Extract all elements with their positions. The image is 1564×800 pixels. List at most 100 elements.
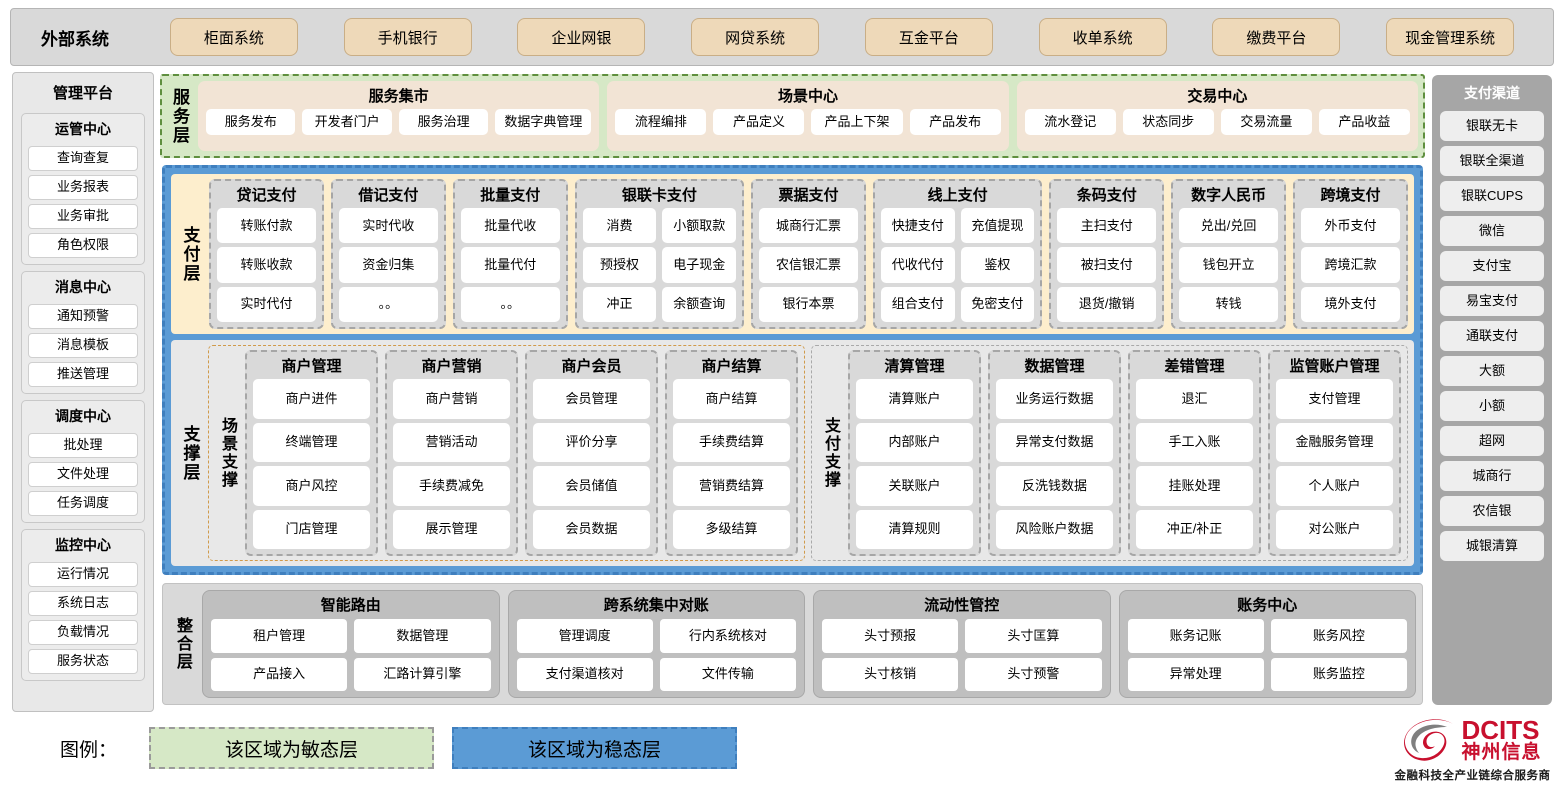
payment-item[interactable]: 预授权 bbox=[582, 247, 657, 283]
support-item[interactable]: 退汇 bbox=[1136, 379, 1253, 419]
payment-item[interactable]: 退货/撤销 bbox=[1057, 286, 1157, 322]
integration-item[interactable]: 账务风控 bbox=[1270, 619, 1407, 653]
external-system-item[interactable]: 现金管理系统 bbox=[1386, 18, 1515, 56]
payment-item[interactable]: 代收代付 bbox=[880, 247, 955, 283]
service-item[interactable]: 开发者门户 bbox=[302, 109, 392, 135]
payment-item[interactable]: 转钱 bbox=[1179, 286, 1279, 322]
payment-item[interactable]: 农信银汇票 bbox=[759, 247, 858, 283]
payment-item[interactable]: 批量代付 bbox=[460, 247, 560, 283]
support-item[interactable]: 会员管理 bbox=[533, 379, 650, 419]
integration-item[interactable]: 管理调度 bbox=[516, 619, 653, 653]
management-item[interactable]: 任务调度 bbox=[28, 491, 138, 516]
support-item[interactable]: 会员数据 bbox=[533, 509, 650, 549]
payment-channel-item[interactable]: 农信银 bbox=[1440, 496, 1544, 526]
support-item[interactable]: 对公账户 bbox=[1276, 509, 1393, 549]
payment-channel-item[interactable]: 支付宝 bbox=[1440, 251, 1544, 281]
support-item[interactable]: 关联账户 bbox=[856, 466, 973, 506]
payment-item[interactable]: 鉴权 bbox=[960, 247, 1035, 283]
payment-channel-item[interactable]: 超网 bbox=[1440, 426, 1544, 456]
payment-item[interactable]: 兑出/兑回 bbox=[1179, 208, 1279, 244]
integration-item[interactable]: 头寸核销 bbox=[822, 657, 959, 691]
payment-item[interactable]: 钱包开立 bbox=[1179, 247, 1279, 283]
integration-item[interactable]: 头寸匡算 bbox=[965, 619, 1102, 653]
payment-channel-item[interactable]: 小额 bbox=[1440, 391, 1544, 421]
management-item[interactable]: 批处理 bbox=[28, 433, 138, 458]
management-item[interactable]: 文件处理 bbox=[28, 462, 138, 487]
service-item[interactable]: 产品定义 bbox=[713, 109, 805, 135]
payment-item[interactable]: 主扫支付 bbox=[1057, 208, 1157, 244]
support-item[interactable]: 会员储值 bbox=[533, 466, 650, 506]
payment-channel-item[interactable]: 城银清算 bbox=[1440, 531, 1544, 561]
payment-channel-item[interactable]: 银联全渠道 bbox=[1440, 146, 1544, 176]
service-item[interactable]: 产品收益 bbox=[1318, 109, 1410, 135]
integration-item[interactable]: 异常处理 bbox=[1127, 657, 1264, 691]
management-item[interactable]: 系统日志 bbox=[28, 591, 138, 616]
payment-item[interactable]: 实时代付 bbox=[217, 286, 316, 322]
integration-item[interactable]: 产品接入 bbox=[211, 657, 348, 691]
management-item[interactable]: 业务审批 bbox=[28, 204, 138, 229]
support-item[interactable]: 商户结算 bbox=[673, 379, 790, 419]
external-system-item[interactable]: 柜面系统 bbox=[169, 18, 298, 56]
support-item[interactable]: 风险账户数据 bbox=[996, 509, 1113, 549]
support-item[interactable]: 手工入账 bbox=[1136, 422, 1253, 462]
payment-channel-item[interactable]: 通联支付 bbox=[1440, 321, 1544, 351]
payment-item[interactable]: 充值提现 bbox=[960, 208, 1035, 244]
payment-item[interactable]: 实时代收 bbox=[338, 208, 438, 244]
external-system-item[interactable]: 手机银行 bbox=[343, 18, 472, 56]
service-item[interactable]: 服务治理 bbox=[398, 109, 489, 135]
payment-item[interactable]: 银行本票 bbox=[759, 286, 858, 322]
external-system-item[interactable]: 网贷系统 bbox=[691, 18, 820, 56]
service-item[interactable]: 产品发布 bbox=[909, 109, 1001, 135]
integration-item[interactable]: 头寸预报 bbox=[822, 619, 959, 653]
support-item[interactable]: 营销活动 bbox=[393, 422, 510, 462]
integration-item[interactable]: 支付渠道核对 bbox=[516, 657, 653, 691]
payment-item[interactable]: 电子现金 bbox=[662, 247, 737, 283]
service-item[interactable]: 交易流量 bbox=[1220, 109, 1312, 135]
payment-item[interactable]: 转账收款 bbox=[217, 247, 316, 283]
service-item[interactable]: 流程编排 bbox=[615, 109, 707, 135]
payment-item[interactable]: 快捷支付 bbox=[880, 208, 955, 244]
support-item[interactable]: 多级结算 bbox=[673, 509, 790, 549]
support-item[interactable]: 挂账处理 bbox=[1136, 466, 1253, 506]
support-item[interactable]: 冲正/补正 bbox=[1136, 509, 1253, 549]
management-item[interactable]: 运行情况 bbox=[28, 562, 138, 587]
payment-item[interactable]: 境外支付 bbox=[1301, 286, 1400, 322]
payment-item[interactable]: 被扫支付 bbox=[1057, 247, 1157, 283]
payment-item[interactable]: 。。 bbox=[338, 286, 438, 322]
payment-item[interactable]: 冲正 bbox=[582, 286, 657, 322]
support-item[interactable]: 内部账户 bbox=[856, 422, 973, 462]
payment-channel-item[interactable]: 易宝支付 bbox=[1440, 286, 1544, 316]
payment-item[interactable]: 小额取款 bbox=[662, 208, 737, 244]
management-item[interactable]: 负载情况 bbox=[28, 620, 138, 645]
payment-channel-item[interactable]: 银联CUPS bbox=[1440, 181, 1544, 211]
integration-item[interactable]: 文件传输 bbox=[659, 657, 796, 691]
integration-item[interactable]: 数据管理 bbox=[354, 619, 491, 653]
support-item[interactable]: 异常支付数据 bbox=[996, 422, 1113, 462]
management-item[interactable]: 服务状态 bbox=[28, 649, 138, 674]
support-item[interactable]: 展示管理 bbox=[393, 509, 510, 549]
service-item[interactable]: 数据字典管理 bbox=[495, 109, 592, 135]
management-item[interactable]: 角色权限 bbox=[28, 233, 138, 258]
support-item[interactable]: 清算账户 bbox=[856, 379, 973, 419]
payment-item[interactable]: 资金归集 bbox=[338, 247, 438, 283]
payment-item[interactable]: 。。 bbox=[460, 286, 560, 322]
payment-channel-item[interactable]: 城商行 bbox=[1440, 461, 1544, 491]
support-item[interactable]: 终端管理 bbox=[253, 422, 370, 462]
service-item[interactable]: 流水登记 bbox=[1024, 109, 1116, 135]
payment-item[interactable]: 消费 bbox=[582, 208, 657, 244]
support-item[interactable]: 金融服务管理 bbox=[1276, 422, 1393, 462]
integration-item[interactable]: 行内系统核对 bbox=[659, 619, 796, 653]
payment-item[interactable]: 免密支付 bbox=[960, 286, 1035, 322]
service-item[interactable]: 产品上下架 bbox=[811, 109, 903, 135]
management-item[interactable]: 业务报表 bbox=[28, 175, 138, 200]
payment-channel-item[interactable]: 微信 bbox=[1440, 216, 1544, 246]
support-item[interactable]: 清算规则 bbox=[856, 509, 973, 549]
integration-item[interactable]: 头寸预警 bbox=[965, 657, 1102, 691]
integration-item[interactable]: 汇路计算引擎 bbox=[354, 657, 491, 691]
support-item[interactable]: 商户风控 bbox=[253, 466, 370, 506]
external-system-item[interactable]: 企业网银 bbox=[517, 18, 646, 56]
payment-item[interactable]: 外币支付 bbox=[1301, 208, 1400, 244]
payment-item[interactable]: 跨境汇款 bbox=[1301, 247, 1400, 283]
management-item[interactable]: 通知预警 bbox=[28, 304, 138, 329]
external-system-item[interactable]: 互金平台 bbox=[864, 18, 993, 56]
